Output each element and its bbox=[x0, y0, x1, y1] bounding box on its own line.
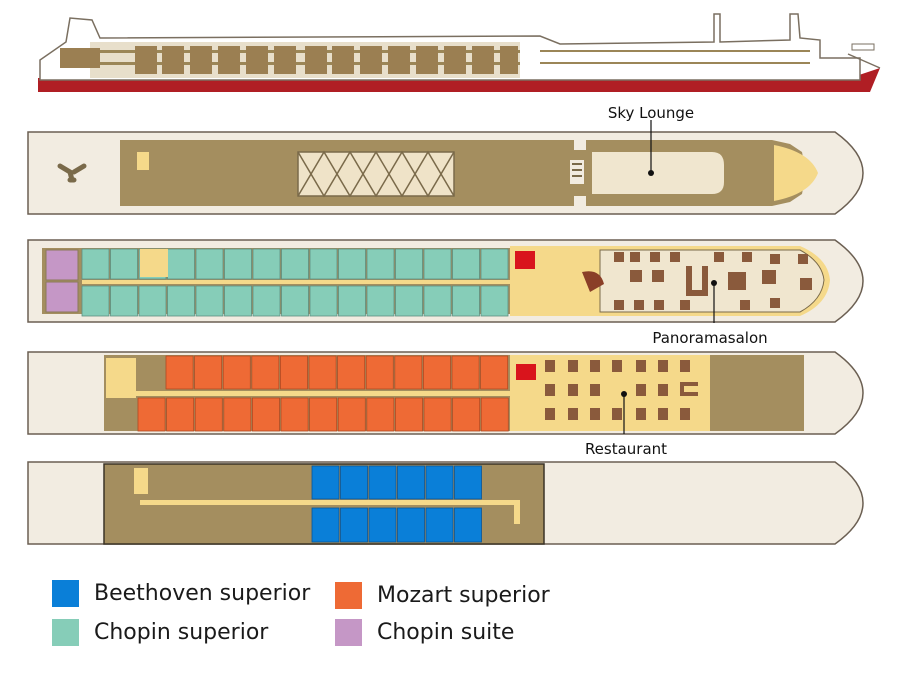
chopin-superior-cabin bbox=[224, 285, 252, 317]
chopin-superior-cabin bbox=[281, 248, 309, 280]
mozart-superior-cabin bbox=[394, 355, 423, 390]
mozart-superior-cabin bbox=[337, 397, 366, 432]
chopin-superior-cabin bbox=[366, 285, 395, 317]
legend-label: Chopin superior bbox=[94, 620, 269, 645]
chopin-superior-cabin bbox=[281, 285, 309, 317]
beethoven-superior-row-lower bbox=[311, 507, 482, 543]
beethoven-superior-cabin bbox=[340, 507, 368, 543]
mozart-superior-row-upper bbox=[165, 355, 509, 390]
mozart-superior-cabin bbox=[165, 355, 194, 390]
mozart-superior-cabin bbox=[365, 355, 394, 390]
legend-swatch bbox=[335, 619, 362, 646]
beethoven-superior-cabin bbox=[454, 465, 482, 500]
mozart-superior-cabin bbox=[166, 397, 195, 432]
legend-chopin-suite: Chopin suite bbox=[335, 619, 514, 646]
beethoven-superior-row-upper bbox=[311, 465, 482, 500]
mozart-superior-cabin bbox=[194, 397, 223, 432]
mozart-superior-cabin bbox=[480, 355, 509, 390]
chopin-superior-cabin bbox=[167, 248, 195, 280]
legend-beethoven-superior: Beethoven superior bbox=[52, 580, 310, 607]
beethoven-superior-cabin bbox=[425, 507, 454, 543]
panorama-deck: Panoramasalon bbox=[27, 239, 864, 347]
mozart-superior-cabin bbox=[137, 397, 166, 432]
main-deck bbox=[27, 461, 864, 545]
chopin-superior-cabin bbox=[252, 248, 281, 280]
elevator-icon bbox=[516, 364, 536, 380]
chopin-superior-cabin bbox=[338, 285, 366, 317]
beethoven-superior-cabin bbox=[397, 507, 425, 543]
mozart-superior-cabin bbox=[279, 355, 308, 390]
beethoven-superior-cabin bbox=[311, 507, 340, 543]
restaurant-label: Restaurant bbox=[585, 440, 667, 458]
mozart-superior-cabin bbox=[394, 397, 423, 432]
chopin-superior-cabin bbox=[395, 285, 423, 317]
chopin-superior-cabin bbox=[81, 285, 110, 317]
chopin-superior-cabin bbox=[452, 248, 480, 280]
restaurant-deck: Restaurant bbox=[27, 351, 864, 458]
mozart-superior-cabin bbox=[366, 397, 395, 432]
panorama-furniture bbox=[582, 252, 812, 310]
mozart-superior-cabin bbox=[451, 355, 480, 390]
beethoven-superior-cabin bbox=[311, 465, 340, 500]
chopin-superior-cabin bbox=[423, 248, 452, 280]
beethoven-superior-cabin bbox=[454, 507, 482, 543]
chopin-superior-cabin bbox=[110, 248, 138, 280]
mozart-superior-cabin bbox=[337, 355, 366, 390]
chopin-superior-cabin bbox=[195, 285, 224, 317]
mozart-superior-cabin bbox=[309, 397, 338, 432]
chopin-superior-cabin bbox=[195, 248, 224, 280]
propeller-icon bbox=[57, 163, 87, 183]
mozart-superior-cabin bbox=[308, 355, 337, 390]
mozart-superior-cabin bbox=[251, 355, 280, 390]
chopin-superior-cabin bbox=[395, 248, 423, 280]
chopin-superior-cabin bbox=[423, 285, 452, 317]
mozart-superior-cabin bbox=[422, 355, 451, 390]
legend-swatch bbox=[52, 619, 79, 646]
chopin-superior-cabin bbox=[480, 248, 509, 280]
chopin-superior-cabin bbox=[452, 285, 480, 317]
restaurant-furniture bbox=[545, 360, 698, 420]
beethoven-superior-cabin bbox=[425, 465, 454, 500]
ship-side-view bbox=[38, 13, 881, 92]
chopin-superior-cabin bbox=[224, 248, 252, 280]
mozart-superior-cabin bbox=[194, 355, 223, 390]
mozart-superior-row-lower bbox=[137, 397, 509, 432]
chopin-superior-cabin bbox=[138, 285, 167, 317]
mozart-superior-cabin bbox=[251, 397, 280, 432]
panoramasalon-label: Panoramasalon bbox=[652, 329, 767, 347]
mozart-superior-cabin bbox=[223, 397, 252, 432]
legend-swatch bbox=[52, 580, 79, 607]
chopin-superior-cabin bbox=[110, 285, 138, 317]
beethoven-superior-cabin bbox=[368, 507, 397, 543]
chopin-superior-row-lower bbox=[81, 285, 509, 317]
stair-icon bbox=[570, 160, 584, 184]
chopin-superior-cabin bbox=[309, 285, 338, 317]
mozart-superior-cabin bbox=[280, 397, 309, 432]
mozart-superior-cabin bbox=[222, 355, 251, 390]
sky-lounge-label: Sky Lounge bbox=[608, 104, 694, 122]
legend-mozart-superior: Mozart superior bbox=[335, 582, 550, 609]
mozart-superior-cabin bbox=[480, 397, 509, 432]
elevator-icon bbox=[515, 251, 535, 269]
sun-deck-canopy bbox=[297, 150, 455, 198]
chopin-superior-cabin bbox=[309, 248, 338, 280]
legend-label: Beethoven superior bbox=[94, 581, 311, 606]
legend-chopin-superior: Chopin superior bbox=[52, 619, 268, 646]
legend-swatch bbox=[335, 582, 362, 609]
legend-label: Mozart superior bbox=[377, 583, 550, 608]
legend-label: Chopin suite bbox=[377, 620, 515, 645]
beethoven-superior-cabin bbox=[340, 465, 368, 500]
chopin-superior-cabin bbox=[480, 285, 509, 317]
chopin-superior-cabin bbox=[167, 285, 195, 317]
beethoven-superior-cabin bbox=[368, 465, 397, 500]
mozart-superior-cabin bbox=[452, 397, 481, 432]
chopin-superior-cabin bbox=[81, 248, 110, 280]
mozart-superior-cabin bbox=[423, 397, 452, 432]
chopin-superior-cabin bbox=[338, 248, 366, 280]
chopin-superior-cabin bbox=[366, 248, 395, 280]
chopin-superior-cabin bbox=[252, 285, 281, 317]
sun-deck: Sky Lounge bbox=[27, 104, 864, 215]
beethoven-superior-cabin bbox=[397, 465, 425, 500]
